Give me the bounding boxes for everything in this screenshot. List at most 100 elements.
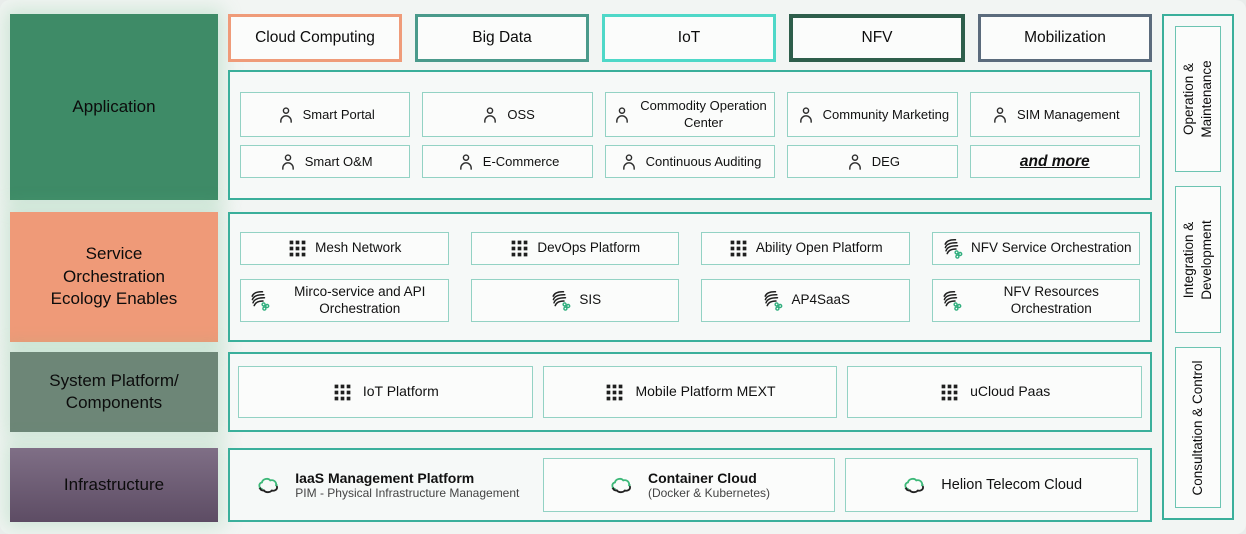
sys-item-ucloud-paas: uCloud Paas (847, 366, 1143, 418)
svc-item-label: AP4SaaS (791, 292, 851, 308)
infra-item-sublabel: PIM - Physical Infrastructure Management (295, 486, 520, 500)
person-icon (990, 105, 1010, 125)
layer-label-application: Application (10, 14, 218, 200)
layer-label-service-orchestration: Service Orchestration Ecology Enables (10, 212, 218, 342)
person-icon (619, 152, 639, 172)
app-item-label: OSS (507, 106, 535, 122)
app-item-label: Smart Portal (302, 106, 375, 122)
svc-item-ability-open-platform: Ability Open Platform (701, 232, 910, 266)
infra-item-label: IaaS Management Platform (295, 470, 475, 486)
sys-item-label: IoT Platform (362, 383, 439, 400)
app-item-and-more: and more (969, 145, 1140, 178)
app-item-continuous-auditing: Continuous Auditing (604, 145, 776, 178)
sys-item-label: uCloud Paas (970, 383, 1051, 400)
infra-item-container-cloud: Container Cloud (Docker & Kubernetes) (542, 458, 836, 512)
system-platform-container: IoT Platform Mobile Platform MEXT uCloud… (228, 352, 1152, 432)
infra-item-text: Helion Telecom Cloud (941, 477, 1082, 493)
chip-label: Mobilization (1024, 29, 1106, 46)
side-item-text: Integration & Development (1180, 220, 1216, 300)
sys-item-label: Mobile Platform MEXT (635, 383, 776, 400)
infra-item-text: IaaS Management Platform PIM - Physical … (295, 470, 519, 500)
cloud-sync-icon (608, 474, 636, 496)
orchestration-icon (247, 289, 271, 313)
infra-item-iaas-management-platform: IaaS Management Platform PIM - Physical … (242, 458, 533, 512)
side-item-line: Consultation & Control (1189, 359, 1205, 496)
svc-item-nfv-service-orchestration: NFV Service Orchestration (931, 232, 1140, 266)
grid-icon (604, 382, 625, 403)
svc-item-label: Mirco-service and API Orchestration (294, 283, 426, 316)
chip-label: NFV (861, 29, 893, 46)
person-icon (278, 152, 298, 172)
cloud-sync-icon (901, 474, 929, 496)
grid-icon (287, 238, 308, 259)
svc-item-label: Mesh Network (315, 240, 402, 256)
grid-icon (332, 382, 353, 403)
infrastructure-container: IaaS Management Platform PIM - Physical … (228, 448, 1152, 522)
chip-big-data: Big Data (415, 14, 589, 62)
person-icon (612, 105, 632, 125)
side-item-operation-maintenance: Operation & Maintenance (1175, 26, 1221, 172)
app-item-deg: DEG (787, 145, 958, 178)
infra-item-label: Helion Telecom Cloud (941, 477, 1083, 493)
svc-item-label: NFV Service Orchestration (970, 240, 1132, 256)
chip-cloud-computing: Cloud Computing (228, 14, 402, 62)
svc-item-micro-service-api-orchestration: Mirco-service and API Orchestration (240, 279, 449, 322)
app-item-smart-oandm: Smart O&M (240, 145, 411, 178)
side-item-line: Integration & (1180, 221, 1196, 298)
app-item-commodity-operation-center: Commodity Operation Center (604, 92, 776, 138)
infra-item-sublabel: (Docker & Kubernetes) (647, 486, 771, 500)
side-item-line: Operation & (1180, 62, 1196, 136)
infra-item-text: Container Cloud (Docker & Kubernetes) (648, 470, 770, 500)
sys-item-iot-platform: IoT Platform (238, 366, 533, 418)
orchestration-icon (548, 289, 572, 313)
technology-chip-row: Cloud Computing Big Data IoT NFV Mobiliz… (228, 14, 1152, 62)
orchestration-icon (939, 289, 963, 313)
side-item-text: Consultation & Control (1189, 360, 1207, 495)
app-item-label: Smart O&M (304, 153, 373, 169)
layer-label-text: Application (72, 96, 156, 116)
app-item-smart-portal: Smart Portal (240, 92, 411, 138)
person-icon (480, 105, 500, 125)
chip-nfv: NFV (789, 14, 965, 62)
app-item-sim-management: SIM Management (969, 92, 1140, 138)
svc-item-label: SIS (579, 292, 602, 308)
app-item-community-marketing: Community Marketing (787, 92, 958, 138)
grid-icon (939, 382, 960, 403)
svc-item-nfv-resources-orchestration: NFV Resources Orchestration (931, 279, 1140, 322)
svc-item-label: DevOps Platform (537, 240, 641, 256)
layer-label-infrastructure: Infrastructure (10, 448, 218, 522)
grid-icon (728, 238, 749, 259)
orchestration-icon (760, 289, 784, 313)
chip-iot: IoT (602, 14, 776, 62)
svc-item-label: Ability Open Platform (755, 240, 883, 256)
svc-item-sis: SIS (470, 279, 679, 322)
app-item-oss: OSS (422, 92, 593, 138)
person-icon (796, 105, 816, 125)
service-orchestration-container: Mesh Network DevOps Platform Ability Ope… (228, 212, 1152, 342)
person-icon (456, 152, 476, 172)
layer-label-text: Service Orchestration Ecology Enables (50, 244, 178, 309)
infra-item-helion-telecom-cloud: Helion Telecom Cloud (845, 458, 1139, 512)
orchestration-icon (940, 237, 964, 261)
svc-item-mesh-network: Mesh Network (240, 232, 449, 266)
app-item-label: E-Commerce (482, 153, 560, 169)
person-icon (845, 152, 865, 172)
app-item-label: and more (1019, 152, 1090, 170)
app-item-e-commerce: E-Commerce (422, 145, 593, 178)
app-item-label: DEG (871, 153, 900, 169)
sys-item-mobile-platform-mext: Mobile Platform MEXT (542, 366, 838, 418)
chip-label: IoT (677, 29, 701, 46)
layer-label-text: System Platform/ Components (49, 370, 179, 412)
layer-label-text: Infrastructure (63, 474, 165, 494)
svc-item-devops-platform: DevOps Platform (470, 232, 679, 266)
svc-item-label: NFV Resources Orchestration (1003, 283, 1099, 316)
app-item-label: Community Marketing (822, 106, 950, 122)
cloud-sync-icon (255, 474, 283, 496)
side-item-consultation-control: Consultation & Control (1175, 347, 1221, 508)
side-item-integration-development: Integration & Development (1175, 186, 1221, 333)
side-item-text: Operation & Maintenance (1180, 60, 1216, 137)
chip-label: Big Data (472, 29, 532, 46)
infra-item-label: Container Cloud (647, 470, 757, 486)
side-item-line: Development (1199, 219, 1214, 300)
side-item-line: Maintenance (1199, 60, 1214, 138)
